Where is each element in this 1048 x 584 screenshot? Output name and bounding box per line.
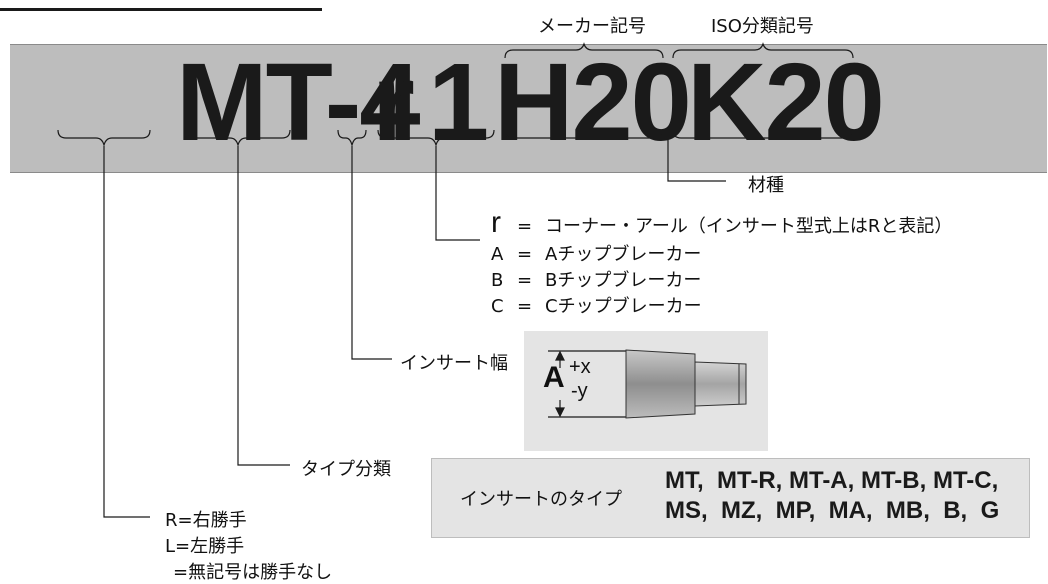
corner-option-key: A (491, 244, 504, 265)
insert-type-values: MT, MT-R, MT-A, MT-B, MT-C, MS, MZ, MP, … (665, 466, 999, 526)
grade-leader (667, 139, 726, 182)
iso-classification-label: ISO分類記号 (711, 16, 814, 37)
grade-label: 材種 (748, 175, 784, 196)
maker-lower-bracket (504, 129, 664, 139)
dimension-letter: A (543, 361, 565, 394)
corner-option-eq: = (517, 296, 533, 317)
hand-none: =無記号は勝手なし (173, 562, 333, 583)
insert-type-panel: インサートのタイプ MT, MT-R, MT-A, MT-B, MT-C, MS… (431, 458, 1030, 538)
insert-stem (694, 361, 747, 407)
code-width: 1 (428, 41, 489, 164)
corner-option-eq: = (517, 270, 533, 291)
maker-symbol-label: メーカー記号 (538, 16, 646, 37)
top-rule (0, 8, 322, 11)
corner-option-eq: = (517, 216, 533, 237)
type-leader (237, 146, 290, 466)
insert-type-line: MS, MZ, MP, MA, MB, B, G (665, 497, 1000, 524)
iso-lower-bracket (672, 129, 854, 139)
corner-option-b: B = Bチップブレーカー (491, 266, 701, 292)
code-iso: K20 (687, 41, 885, 164)
type-classification-label: タイプ分類 (301, 459, 391, 480)
hand-right: R=右勝手 (165, 510, 247, 531)
insert-type-line: MT, MT-R, MT-A, MT-B, MT-C, (665, 467, 999, 494)
code-maker: H20 (494, 41, 692, 164)
insert-body (625, 349, 696, 419)
corner-option-key: C (491, 296, 504, 317)
hand-leader (103, 146, 150, 518)
code-bar (10, 44, 1047, 173)
maker-bracket (504, 42, 664, 59)
corner-option-key: B (491, 270, 504, 291)
corner-leader (435, 146, 480, 241)
insert-width-label: インサート幅 (400, 353, 508, 374)
corner-option-c: C = Cチップブレーカー (491, 292, 702, 318)
corner-option-eq: = (517, 244, 533, 265)
code-corner: r (372, 41, 415, 164)
corner-option-a: A = Aチップブレーカー (491, 240, 701, 266)
corner-option-text: Cチップブレーカー (545, 296, 702, 317)
corner-option-text: Aチップブレーカー (545, 244, 702, 265)
width-bracket (337, 129, 367, 148)
insert-type-row-label: インサートのタイプ (460, 489, 622, 510)
hand-left: L=左勝手 (165, 536, 245, 557)
tolerance-plus: +x (569, 356, 591, 378)
corner-option-r: r = コーナー・アール（インサート型式上はRと表記） (491, 206, 953, 239)
width-leader (351, 146, 392, 360)
hand-bracket (57, 129, 151, 148)
iso-bracket (672, 42, 854, 59)
corner-bracket (377, 129, 495, 148)
corner-option-key: r (491, 206, 501, 239)
corner-option-text: Bチップブレーカー (545, 270, 702, 291)
corner-option-text: コーナー・アール（インサート型式上はRと表記） (545, 216, 953, 237)
code-type: MT-4 (176, 41, 421, 164)
type-bracket (185, 129, 291, 148)
tolerance-minus: -y (571, 380, 588, 402)
